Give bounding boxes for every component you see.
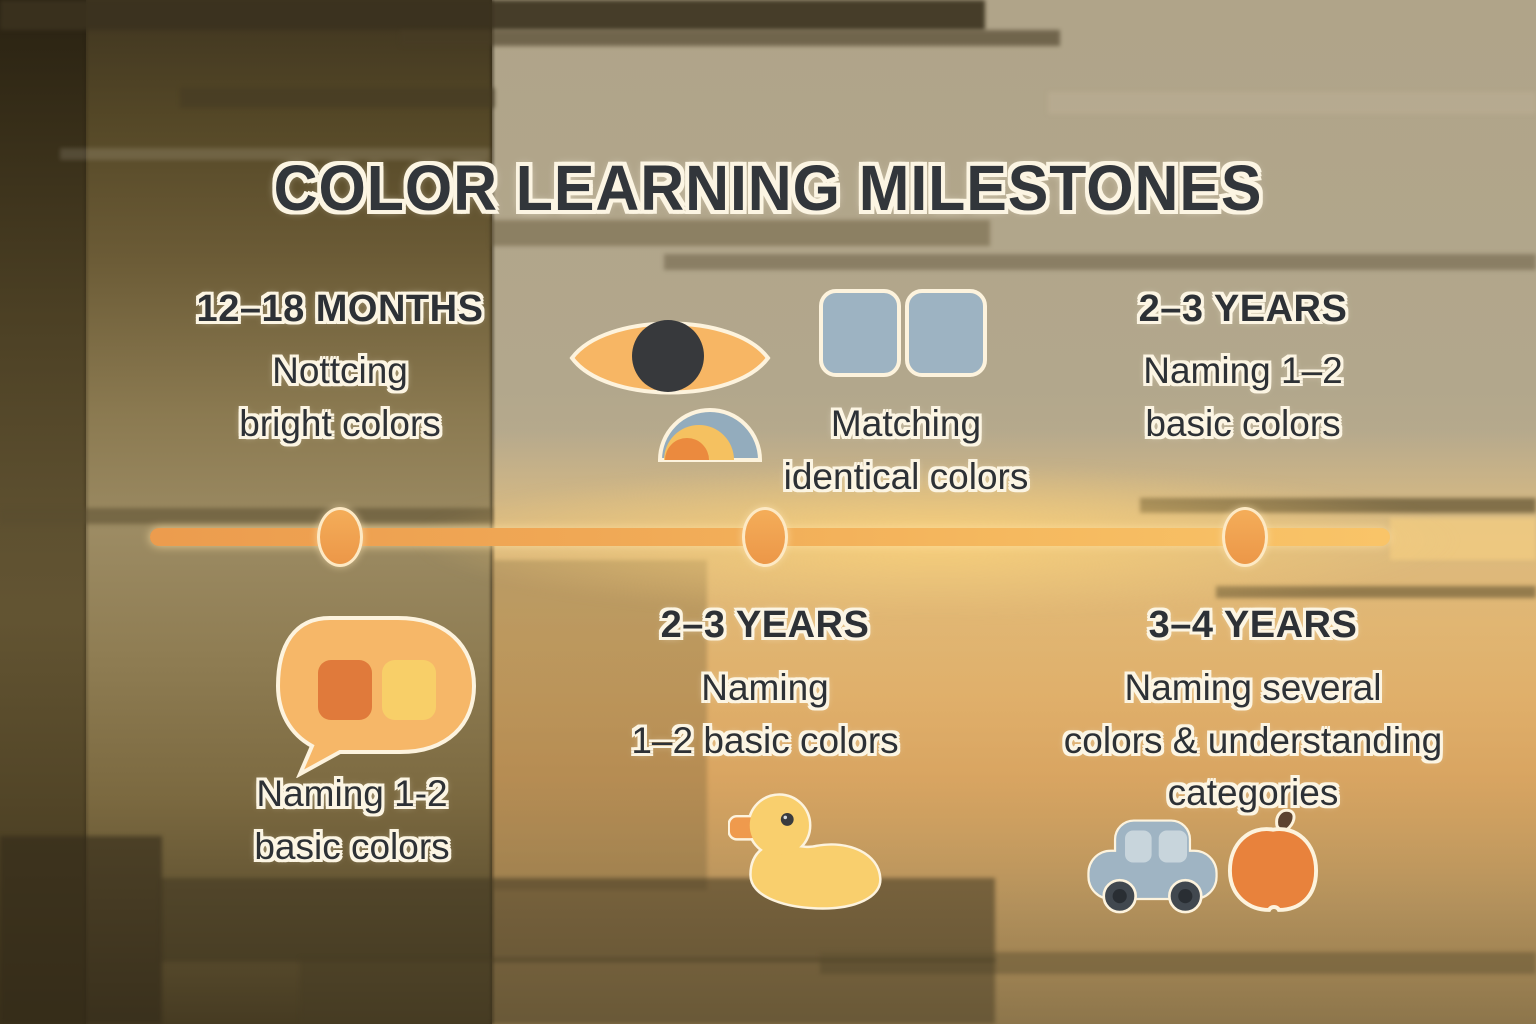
desc-line: identical colors [783,455,1029,497]
pumpkin-stem [1275,808,1296,834]
duck-eye-highlight [783,815,788,820]
desc-line: Matching [830,403,982,444]
bg-streak [300,958,995,1024]
milestone-naming-top-desc: Naming 1–2 basic colors [1143,345,1343,450]
age-label-2-3-years-mid: 2–3 YEARS [660,604,870,646]
duck-head [749,795,809,855]
age-label-12-18-months: 12–18 MONTHS [196,288,484,330]
pumpkin-body [1227,827,1319,912]
bg-streak [60,148,490,160]
rainbow-icon [657,408,763,462]
matching-squares-icon [819,289,987,377]
bg-streak [820,952,1536,974]
desc-line: Naming several [1124,667,1382,708]
milestone-noticing-desc: Nottcing bright colors [239,345,441,450]
bg-streak [664,254,1536,270]
car-icon [1087,819,1218,914]
desc-line: Naming 1–2 [1143,350,1343,391]
bg-streak [0,508,492,524]
desc-line: Naming 1-2 [256,773,448,814]
milestone-naming-bubble-desc: Naming 1-2 basic colors [254,768,449,873]
desc-line: basic colors [1145,402,1341,444]
bubble-body [275,616,477,778]
duck-eye [780,812,794,826]
bg-streak [1140,498,1536,513]
color-swatch-yellow [382,660,436,720]
bg-streak [490,220,990,246]
color-swatch-orange [318,660,372,720]
timeline-dot [742,507,788,567]
bg-streak [400,30,1060,46]
car-window [1125,830,1152,863]
duck-body [751,844,880,908]
desc-line: categories [1167,772,1339,814]
timeline-dot [1222,507,1268,567]
desc-line: Naming [701,667,829,708]
speech-bubble-icon [275,616,477,778]
desc-line: bright colors [239,402,441,444]
eye-pupil [632,320,704,392]
car-hubcap [1178,889,1193,904]
desc-line: basic colors [254,825,450,867]
bg-streak [1048,92,1536,114]
car-hubcap [1112,889,1127,904]
duck-icon [728,793,882,910]
timeline-dot [317,507,363,567]
age-label-3-4-years: 3–4 YEARS [1148,604,1358,646]
color-square [819,289,901,377]
car-window [1158,830,1188,863]
desc-line: Nottcing [272,350,408,391]
bg-streak [0,0,985,30]
milestone-matching-desc: Matching identical colors [784,398,1029,503]
page-title: COLOR LEARNING MILESTONES [273,151,1263,224]
color-square [905,289,987,377]
age-label-2-3-years-top: 2–3 YEARS [1138,288,1348,330]
bg-streak [1390,518,1536,560]
milestone-naming-mid-desc: Naming 1–2 basic colors [631,662,898,767]
milestone-categories-desc: Naming several colors & understanding ca… [1064,662,1442,820]
desc-line: colors & understanding [1063,719,1443,761]
bg-streak [0,836,162,1024]
eye-rainbow-icon [569,320,771,462]
desc-line: 1–2 basic colors [631,719,899,761]
bg-streak [1216,586,1536,598]
bg-streak [180,88,495,108]
pumpkin-icon [1227,808,1319,912]
